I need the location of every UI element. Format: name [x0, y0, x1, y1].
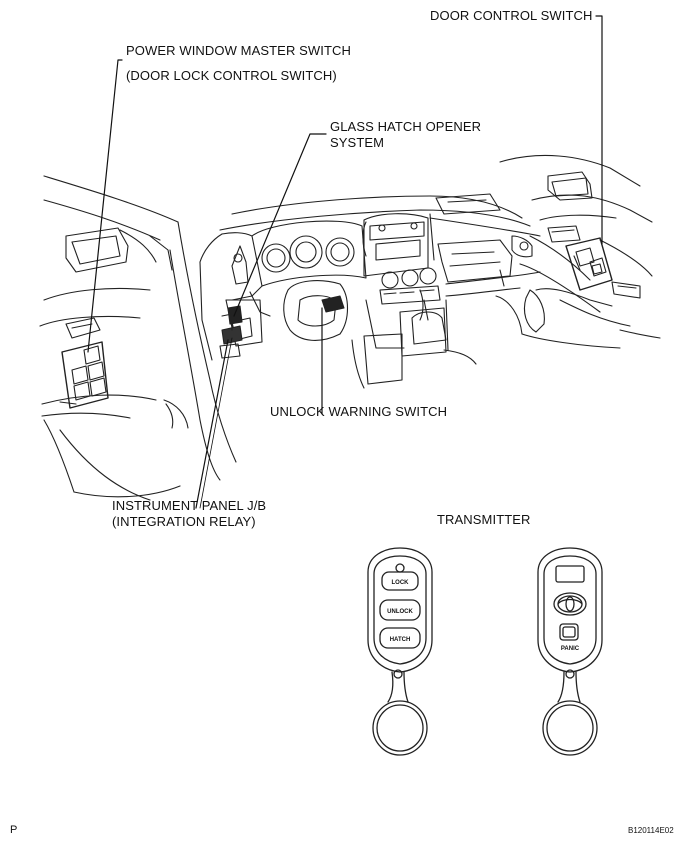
glass-hatch-opener-label-line2: SYSTEM	[330, 135, 385, 150]
instrument-panel-jb-label: INSTRUMENT PANEL J/B	[112, 498, 267, 513]
transmitter-panic-button-label: PANIC	[561, 646, 580, 652]
door-control-switch-label: DOOR CONTROL SWITCH	[430, 8, 593, 23]
figure-code: B120114E02	[628, 826, 674, 835]
transmitter-label: TRANSMITTER	[437, 512, 531, 527]
integration-relay-label: (INTEGRATION RELAY)	[112, 514, 256, 529]
door-lock-control-switch-label: (DOOR LOCK CONTROL SWITCH)	[126, 68, 337, 83]
door-control-switch-drawing	[565, 237, 613, 291]
glass-hatch-opener-label-line1: GLASS HATCH OPENER	[330, 119, 482, 134]
dashboard-illustration	[199, 193, 541, 389]
leader-lines	[87, 15, 603, 509]
transmitter-right-drawing	[537, 547, 603, 756]
unlock-warning-switch-label: UNLOCK WARNING SWITCH	[270, 404, 448, 419]
transmitter-left-drawing	[367, 547, 433, 756]
page-letter: P	[10, 824, 18, 836]
transmitter-unlock-button-label: UNLOCK	[387, 609, 413, 615]
power-window-master-switch-label: POWER WINDOW MASTER SWITCH	[126, 43, 352, 58]
right-door-illustration	[499, 154, 661, 349]
transmitter-hatch-button-label: HATCH	[390, 637, 411, 643]
left-door-illustration	[39, 175, 237, 501]
transmitter-lock-button-label: LOCK	[392, 580, 410, 586]
